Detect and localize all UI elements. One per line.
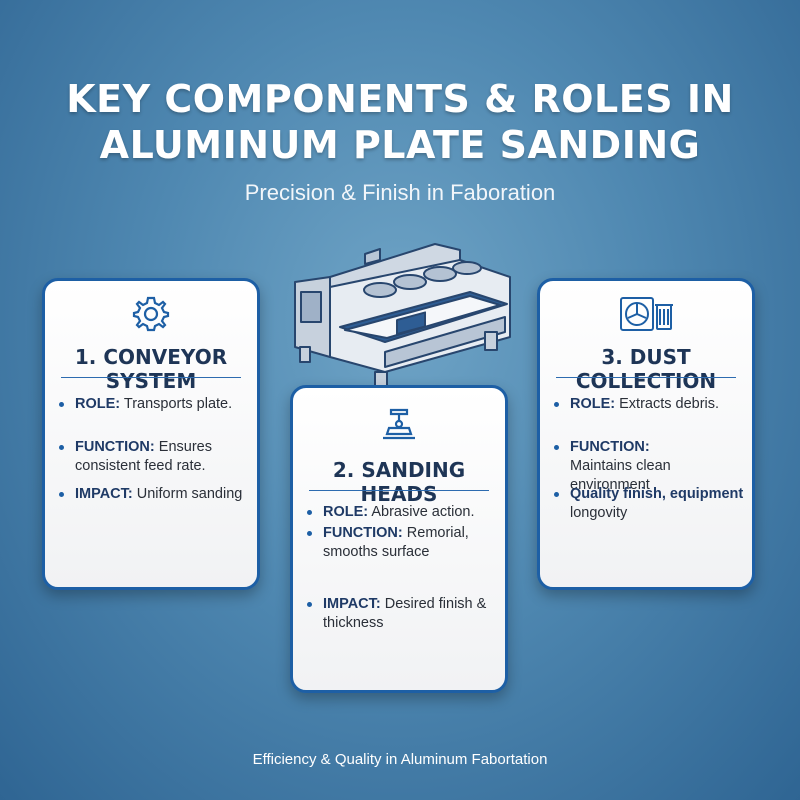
card-heading: 1. CONVEYOR SYSTEM (74, 345, 228, 393)
card-heading: 2. SANDING HEADS (332, 458, 466, 506)
gear-icon (132, 296, 170, 332)
title-line-2: ALUMINUM PLATE SANDING (99, 123, 701, 167)
card-sanding-heads: 2. SANDING HEADS ROLE: Abrasive action. … (290, 385, 508, 693)
dust-collector-icon (620, 297, 673, 331)
footer-tagline: Efficiency & Quality in Aluminum Faborta… (252, 751, 548, 768)
page-subtitle: Precision & Finish in Faboration (244, 180, 556, 205)
divider (61, 377, 241, 378)
bullet-role: ROLE: Transports plate. (59, 395, 232, 414)
bullet-function: FUNCTION: Remorial, smooths surface (307, 524, 469, 562)
bullet-role: ROLE: Abrasive action. (307, 503, 475, 522)
bullet-impact: IMPACT: Uniform sanding (59, 485, 242, 504)
sanding-head-icon (383, 408, 415, 440)
bullet-function: FUNCTION: Ensures consistent feed rate. (59, 438, 212, 476)
page-title: KEY COMPONENTS & ROLES IN ALUMINUM PLATE… (0, 76, 800, 168)
bullet-function: FUNCTION: Maintains clean environment (554, 438, 752, 495)
bullet-role: ROLE: Extracts debris. (554, 395, 719, 414)
card-conveyor-system: 1. CONVEYOR SYSTEM ROLE: Transports plat… (42, 278, 260, 590)
title-line-1: KEY COMPONENTS & ROLES IN (66, 77, 734, 121)
bullet-impact: IMPACT: Desired finish & thickness (307, 595, 486, 633)
divider (309, 490, 489, 491)
sanding-machine-illustration (294, 243, 511, 391)
card-dust-collection: 3. DUST COLLECTION ROLE: Extracts debris… (537, 278, 755, 590)
bullet-impact: Quality finish, equipment longovity (554, 485, 743, 523)
divider (556, 377, 736, 378)
card-heading: 3. DUST COLLECTION (575, 345, 717, 393)
